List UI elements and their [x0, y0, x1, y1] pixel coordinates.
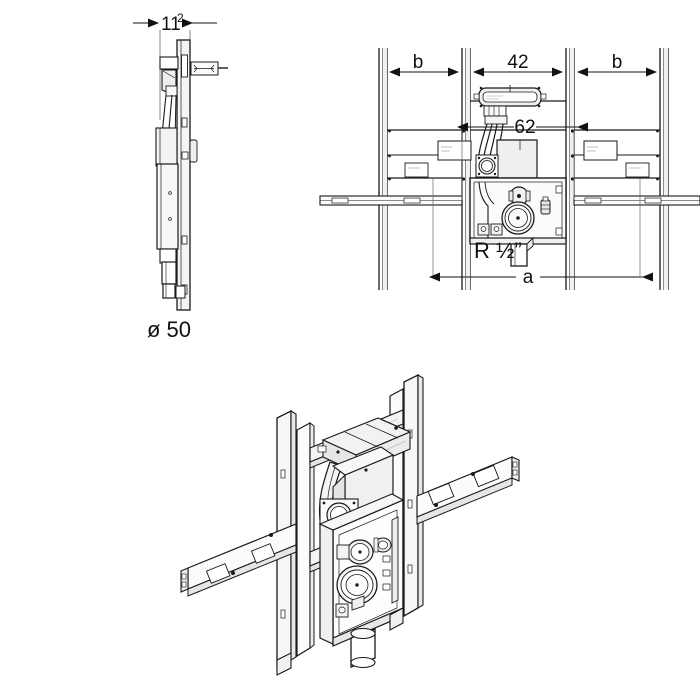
- side-diameter-label: ø 50: [147, 317, 191, 342]
- side-bracket-arm: [190, 61, 228, 76]
- isometric-view: [180, 373, 520, 676]
- front-stud-outer-right: [659, 48, 669, 290]
- front-actuator-plate: [473, 85, 547, 108]
- dimension-center-42: 42: [507, 52, 528, 73]
- dimension-left-b: b: [413, 52, 424, 73]
- side-cistern-body: [155, 56, 198, 299]
- front-top-dimension-row: b 42 b: [389, 52, 657, 77]
- front-valve-housing: [475, 139, 538, 179]
- front-overall-dimension: a: [429, 178, 653, 288]
- front-elevation-view: b 42 b: [319, 48, 700, 290]
- side-elevation-view: 11 2: [133, 11, 228, 342]
- connection-thread-label: R ½”: [474, 238, 522, 263]
- iso-stud-back-right: [403, 373, 424, 618]
- front-outlet-stub: R ½”: [474, 236, 534, 267]
- iso-wall-rail-left: [180, 523, 297, 597]
- front-stud-outer-left: [378, 48, 388, 290]
- front-label-plates: [404, 140, 650, 178]
- dimension-overall-a: a: [523, 267, 534, 288]
- side-top-dimension-exponent: 2: [177, 11, 184, 25]
- front-62-dimension: 62: [457, 117, 588, 200]
- front-wall-rail-right: [573, 195, 700, 206]
- side-top-dimension-value: 11: [161, 14, 181, 35]
- front-mechanism-box: [469, 177, 567, 245]
- iso-outlet-pipe: [350, 627, 376, 669]
- dimension-inner-62: 62: [514, 117, 535, 138]
- iso-wall-rail-right: [416, 456, 520, 525]
- side-frame-upright: [176, 39, 191, 311]
- iso-frame-feet: [276, 607, 404, 676]
- front-wall-rail-left: [319, 195, 463, 206]
- iso-stud-front-left: [296, 421, 315, 658]
- dimension-right-b: b: [612, 52, 623, 73]
